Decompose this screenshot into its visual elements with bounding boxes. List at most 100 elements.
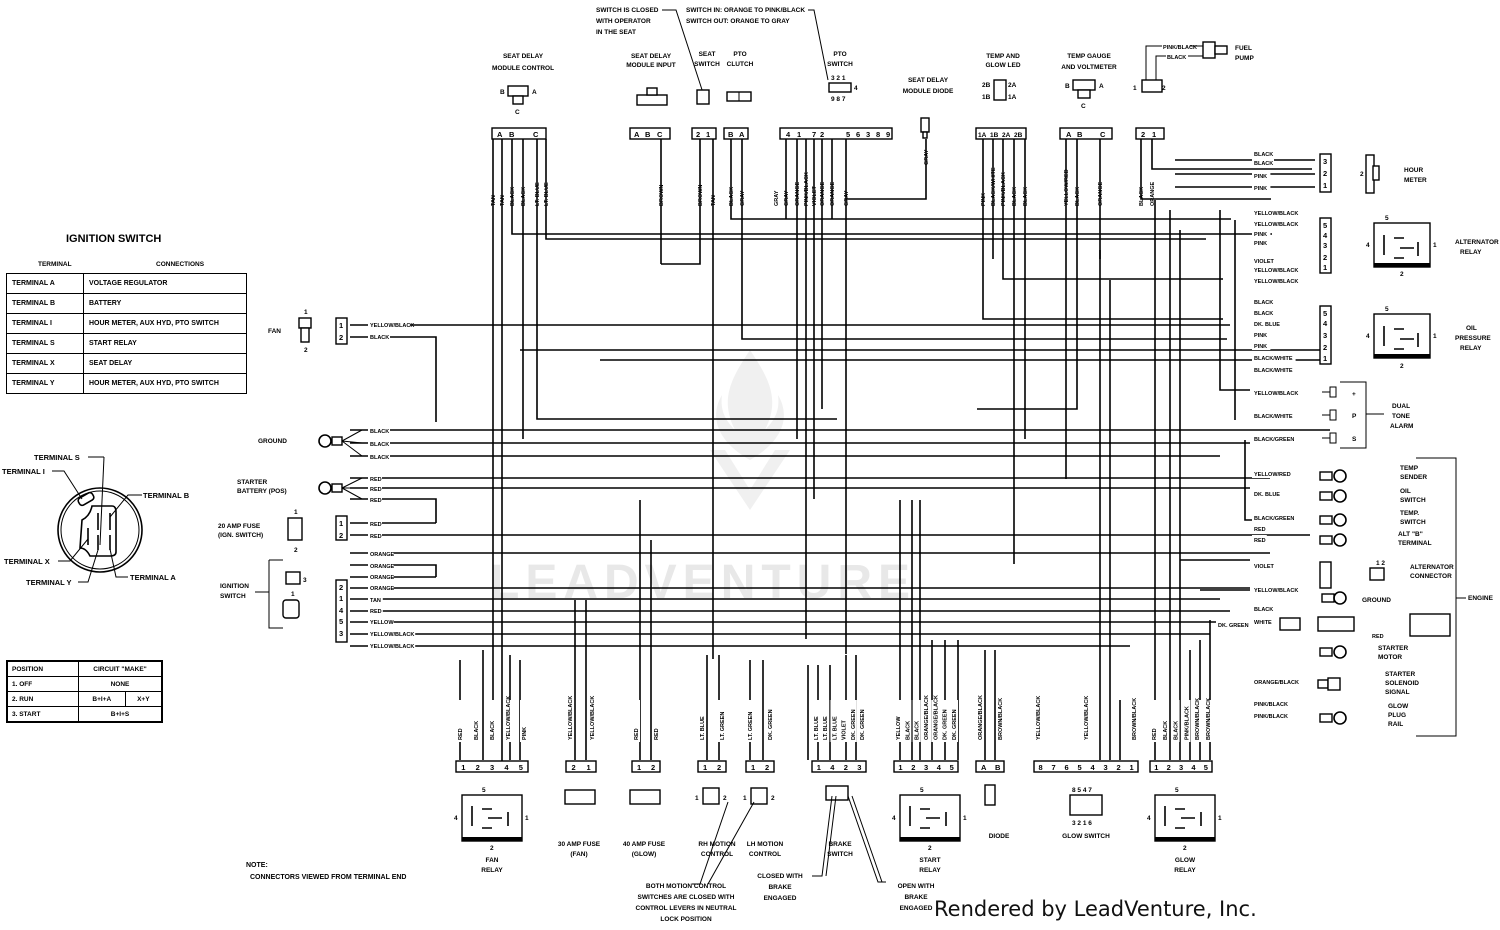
wire-label: BLACK xyxy=(1163,721,1169,740)
wire-label: YELLOW/BLACK xyxy=(1254,268,1298,274)
label-terminal-y: TERMINAL Y xyxy=(26,578,72,587)
component-label: 30 AMP FUSE xyxy=(558,841,601,848)
engine-item-label: TERMINAL xyxy=(1398,540,1432,547)
pin-label: B xyxy=(728,130,734,139)
ignition-switch-connector: IGNITION SWITCH 3 1 21 45 3 ORANGEORANGE… xyxy=(220,549,416,650)
component-label: SWITCH xyxy=(694,61,720,68)
wire-label: PINK xyxy=(1254,232,1267,238)
component-label: GLOW LED xyxy=(985,62,1020,69)
pin-label: 1 xyxy=(587,763,591,772)
engine-item-label: RAIL xyxy=(1388,721,1403,728)
pin-label: 5 xyxy=(1385,306,1389,313)
engine-item-label: SWITCH xyxy=(1400,497,1426,504)
pin-label: 5 xyxy=(920,787,924,794)
wire-label: DK. GREEN xyxy=(943,709,949,740)
wire-label: LT. GREEN xyxy=(748,712,754,740)
col-terminal-header: TERMINAL xyxy=(38,261,72,268)
wire-label: RED xyxy=(1372,634,1384,640)
pin-label: 7 xyxy=(1052,763,1056,772)
component-label: GLOW SWITCH xyxy=(1062,833,1110,840)
component-label: FAN xyxy=(268,328,281,335)
wire-label: RED xyxy=(370,609,382,615)
component-label: SEAT xyxy=(699,51,716,58)
pin-label: 2 xyxy=(723,795,727,802)
wire-label: YELLOW/BLACK xyxy=(1036,696,1042,740)
wire-label: BLACK xyxy=(521,187,527,206)
engine-item-label: STARTER xyxy=(1378,645,1409,652)
component-label: FAN xyxy=(486,857,499,864)
component-label: PRESSURE xyxy=(1455,335,1491,342)
wire-label: YELLOW/BLACK xyxy=(1084,696,1090,740)
engine-item-label: TEMP xyxy=(1400,465,1419,472)
pin-label: B xyxy=(509,130,515,139)
pin-label: 1 xyxy=(1130,763,1134,772)
component-label: TEMP AND xyxy=(986,53,1020,60)
pin-label: A xyxy=(981,763,987,772)
watermark: LEADVENTURE xyxy=(490,556,917,609)
wire-label: WHITE xyxy=(1254,620,1272,626)
component-label: SWITCH xyxy=(220,593,246,600)
pin-label: A xyxy=(532,89,537,96)
pin-label: 6 xyxy=(1065,763,1069,772)
pin-label: 5 xyxy=(482,787,486,794)
pin-label: + xyxy=(1352,391,1356,398)
engine-item-label: TEMP. xyxy=(1400,510,1419,517)
wire-label: PINK xyxy=(1254,241,1267,247)
pin-label: 1 xyxy=(706,130,710,139)
col-connections-header: CONNECTIONS xyxy=(156,261,205,268)
component-label: RELAY xyxy=(1460,345,1482,352)
pin-label: 5 xyxy=(950,763,954,772)
pin-label: 2 xyxy=(1400,363,1404,370)
wire-label: BROWN xyxy=(698,185,704,206)
pin-label: 2 xyxy=(1323,253,1327,262)
wire-label: GRAY xyxy=(774,190,780,206)
dual-tone-alarm: +PS DUAL TONE ALARM YELLOW/BLACKBLACK/WH… xyxy=(1252,381,1413,449)
wire-label: ORANGE xyxy=(1098,182,1104,206)
pin-label: A xyxy=(1099,83,1104,90)
pin-label: 1 xyxy=(1323,263,1327,272)
wire-label: RED xyxy=(1152,728,1158,740)
wire-label: LT. BLUE xyxy=(814,716,820,740)
component-label: OIL xyxy=(1466,325,1477,332)
pin-label: 5 xyxy=(1078,763,1082,772)
pin-label: S xyxy=(1352,436,1357,443)
pin-label: 1 xyxy=(751,763,755,772)
pin-label: 1 xyxy=(797,130,801,139)
pin-label: 4 xyxy=(830,763,835,772)
wire-label: BLACK xyxy=(1075,187,1081,206)
oil-pressure-relay: 54 321 54 12 OIL PRESSURE RELAY BLACKBLA… xyxy=(1252,297,1491,374)
component-label: ALARM xyxy=(1390,423,1413,430)
pin-label: 1 xyxy=(695,795,699,802)
wire-label: DK. GREEN xyxy=(860,709,866,740)
wire-label: TAN xyxy=(500,195,506,206)
component-label: RELAY xyxy=(1460,249,1482,256)
callout-line: BRAKE xyxy=(904,894,928,901)
pin-label: 1 xyxy=(898,763,902,772)
pin-label: 9 8 7 xyxy=(831,96,846,103)
wire-label: ORANGE xyxy=(370,552,394,558)
ground-terminal: GROUND BLACK BLACK BLACK xyxy=(258,426,390,461)
pin-label: A xyxy=(497,130,503,139)
pin-label: 5 xyxy=(1204,763,1208,772)
wire-label: DK. GREEN xyxy=(768,709,774,740)
pin-label: 2 xyxy=(572,763,576,772)
pin-label: 5 xyxy=(519,763,523,772)
wire-label: BROWN/BLACK xyxy=(1206,698,1212,740)
engine-item-label: ALT "B" xyxy=(1398,531,1423,538)
component-label: RH MOTION xyxy=(698,841,735,848)
pin-label: 3 xyxy=(924,763,928,772)
callout-line: ENGAGED xyxy=(764,895,797,902)
pin-label: 3 2 1 xyxy=(831,75,846,82)
wire-label: PINK/BLACK xyxy=(1001,172,1007,206)
pin-label: 3 xyxy=(490,763,494,772)
component-label: PTO xyxy=(733,51,746,58)
wire-label: BLACK xyxy=(1254,152,1273,158)
pin-label: B xyxy=(645,130,651,139)
